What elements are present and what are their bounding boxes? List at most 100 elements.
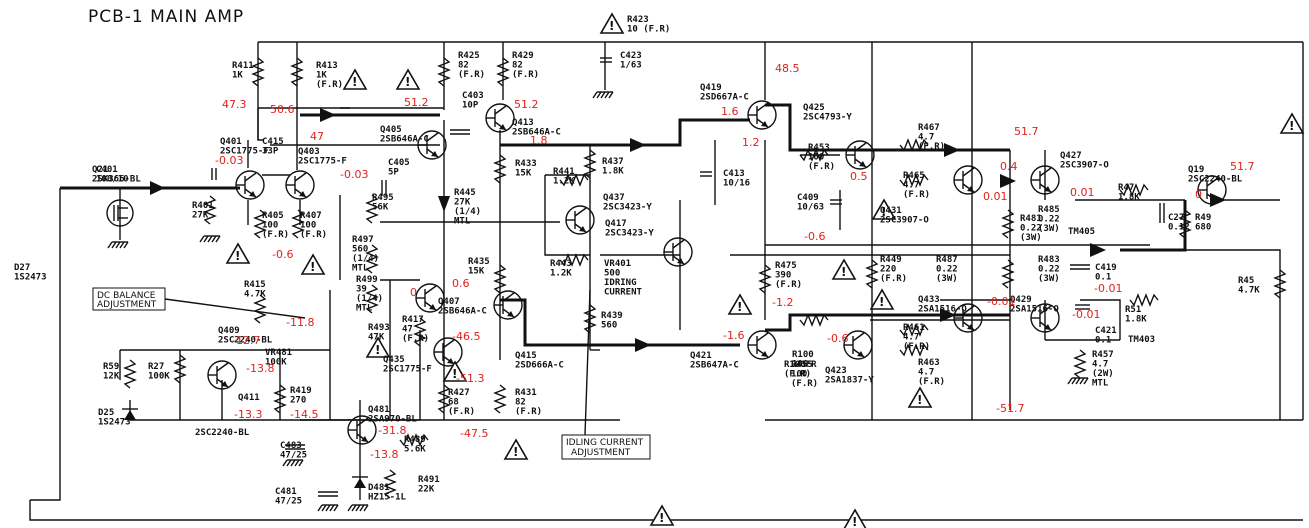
diagram-title: PCB-1 MAIN AMP — [88, 7, 244, 27]
component-label: R457 — [1092, 350, 1114, 360]
svg-text:!: ! — [452, 367, 457, 381]
component-label: D25 — [98, 408, 114, 418]
component-label: 68 — [448, 398, 459, 408]
component-label: VR481 — [265, 348, 292, 358]
component-label: 47 — [402, 325, 413, 335]
component-label: (2W) — [1092, 369, 1114, 379]
fet-q21-symbol — [106, 199, 134, 227]
voltage-reading: -0.6 — [272, 248, 293, 261]
component-label: R431 — [515, 388, 537, 398]
voltage-reading: -0.6 — [827, 332, 848, 345]
component-label: 47/25 — [275, 497, 302, 507]
component-label: D481 — [368, 483, 390, 493]
component-label: C415 — [262, 137, 284, 147]
voltage-reading: -0.01 — [987, 295, 1015, 308]
component-label: 4.7 — [918, 368, 934, 378]
component-label: Q437 — [603, 193, 625, 203]
component-label: R59 — [103, 362, 119, 372]
component-label: R405 — [262, 211, 284, 221]
component-label: (1/4) — [454, 207, 481, 217]
component-label: Q417 — [605, 219, 627, 229]
voltage-reading: -46.5 — [452, 330, 480, 343]
voltage-reading: 0 — [410, 286, 417, 299]
component-label: R475 — [775, 261, 797, 271]
component-label: 560 — [352, 245, 368, 255]
component-label: 2SC3907-O — [880, 216, 929, 226]
component-label: 2SB646A-C — [438, 307, 487, 317]
component-label: C409 — [797, 193, 819, 203]
idling-line2: ADJUSTMENT — [571, 448, 631, 458]
component-label: C421 — [1095, 326, 1117, 336]
signal-arrows — [150, 108, 1226, 352]
component-label: (3W) — [936, 274, 958, 284]
voltage-reading: -13.8 — [246, 362, 274, 375]
component-label: 1K — [316, 71, 327, 81]
component-label: R417 — [402, 315, 424, 325]
voltage-reading: 51.2 — [404, 96, 429, 109]
component-label: 560 — [601, 321, 617, 331]
component-label: 4.7 — [903, 181, 919, 191]
component-label: R463 — [918, 358, 940, 368]
component-label: 22K — [418, 485, 435, 495]
component-label: (F.R) — [448, 407, 475, 417]
component-label: Q21 — [92, 165, 108, 175]
idling-line1: IDLING CURRENT — [566, 438, 644, 448]
voltage-reading: 0.6 — [452, 277, 470, 290]
component-label: 82 — [512, 61, 523, 71]
svg-text:!: ! — [405, 75, 410, 89]
voltage-reading: -47.5 — [460, 427, 488, 440]
component-label: R401 — [192, 201, 214, 211]
component-label: 2SC2240-BL — [218, 336, 273, 346]
component-label: Q435 — [383, 355, 405, 365]
component-label: Q429 — [1010, 295, 1032, 305]
voltage-reading: -31.8 — [378, 424, 406, 437]
component-label: 47/25 — [280, 451, 307, 461]
component-label: 2SK366-BL — [92, 175, 141, 185]
component-label: 39 — [356, 285, 367, 295]
svg-text:!: ! — [513, 445, 518, 459]
svg-text:!: ! — [841, 265, 846, 279]
component-label: 680 — [1195, 223, 1211, 233]
component-label: (3W) — [1038, 274, 1060, 284]
component-label: R411 — [232, 61, 254, 71]
dc-balance-line1: DC BALANCE — [97, 291, 156, 301]
component-label: 0.12 — [1168, 223, 1190, 233]
component-label: R429 — [512, 51, 534, 61]
component-label: 10P — [462, 101, 479, 111]
component-label: 0.22 — [1038, 265, 1060, 275]
component-label: 2SB646A-C — [380, 135, 429, 145]
voltage-reading: 1.8 — [530, 134, 548, 147]
component-label: Q427 — [1060, 151, 1082, 161]
capacitor-symbols — [211, 57, 1165, 497]
component-label: Q481 — [368, 405, 390, 415]
component-label: Q19 — [1188, 165, 1204, 175]
component-label: (F.R) — [775, 280, 802, 290]
component-label: (F.R) — [791, 379, 818, 389]
component-label: R445 — [454, 188, 476, 198]
component-label: 10 (F.R) — [627, 25, 670, 35]
component-label: 0.1 — [1095, 273, 1111, 283]
component-label: R47 — [1118, 183, 1134, 193]
component-label: 2SB647A-C — [690, 361, 739, 371]
component-label: 0.22 — [936, 265, 958, 275]
component-label: 15K — [515, 169, 532, 179]
resistor-symbols — [123, 57, 1287, 499]
component-label: R495 — [372, 193, 394, 203]
component-label: 2SD667A-C — [700, 93, 749, 103]
component-label: C413 — [723, 169, 745, 179]
component-label: 2SC1775-F — [298, 157, 347, 167]
component-label: TM403 — [1128, 335, 1155, 345]
svg-text:!: ! — [917, 393, 922, 407]
component-label: 56K — [372, 203, 389, 213]
component-label: 47K — [368, 333, 385, 343]
component-label: 0.22 — [1020, 224, 1042, 234]
component-label: R453 — [808, 143, 830, 153]
svg-text:!: ! — [375, 343, 380, 357]
component-label: R27 — [148, 362, 164, 372]
component-label: R439 — [601, 311, 623, 321]
svg-text:!: ! — [659, 511, 664, 525]
component-label: Q423 — [825, 366, 847, 376]
component-label: R487 — [936, 255, 958, 265]
component-label: (F.R) — [300, 230, 327, 240]
voltage-reading: 0.01 — [1070, 186, 1095, 199]
